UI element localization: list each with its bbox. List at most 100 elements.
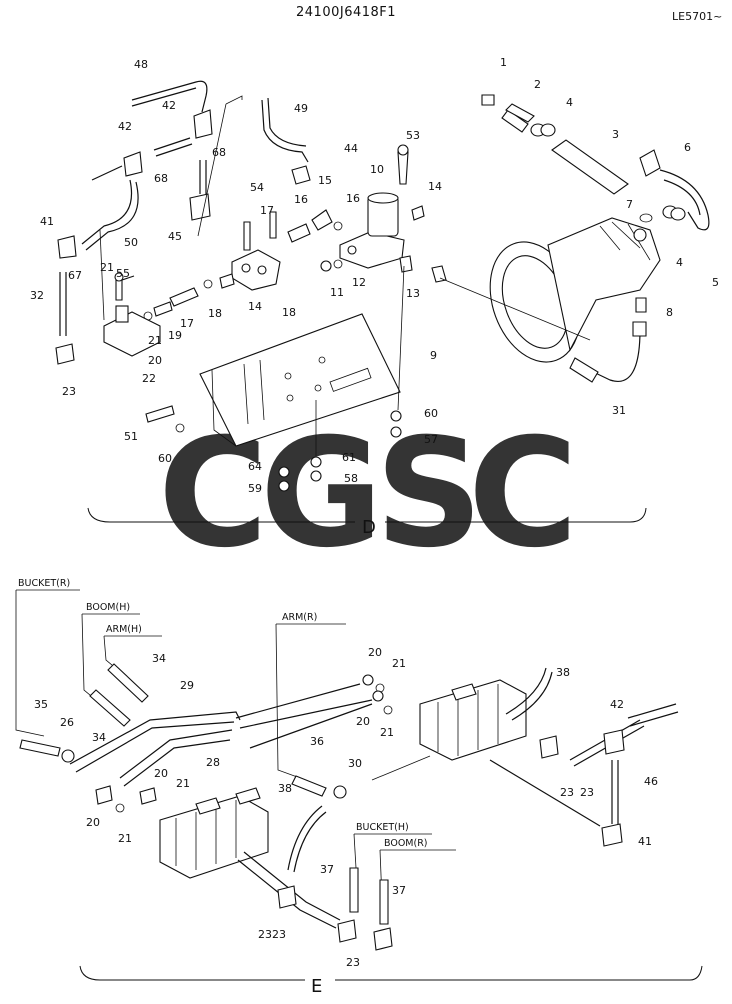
upper-callout-50: 50 bbox=[124, 236, 138, 249]
upper-callout-44: 44 bbox=[344, 142, 358, 155]
section-d-drawing: D bbox=[55, 80, 710, 538]
upper-callout-21: 21 bbox=[148, 334, 162, 347]
lower-callout-23: 23 bbox=[346, 956, 360, 969]
upper-callout-4: 4 bbox=[566, 96, 573, 109]
upper-callout-1: 1 bbox=[500, 56, 507, 69]
upper-callout-17: 17 bbox=[260, 204, 274, 217]
upper-callout-31: 31 bbox=[612, 404, 626, 417]
upper-callout-59: 59 bbox=[248, 482, 262, 495]
upper-callout-20: 20 bbox=[148, 354, 162, 367]
line-label-bucket-h: BUCKET(H) bbox=[356, 822, 409, 833]
upper-callout-18: 18 bbox=[208, 307, 222, 320]
part-number-header: 24100J6418F1 bbox=[296, 5, 396, 20]
upper-callout-55: 55 bbox=[116, 267, 130, 280]
upper-callout-19: 19 bbox=[168, 329, 182, 342]
lower-callout-20: 20 bbox=[356, 715, 370, 728]
lower-callout-23: 23 bbox=[258, 928, 272, 941]
upper-callout-14: 14 bbox=[428, 180, 442, 193]
upper-callout-68: 68 bbox=[154, 172, 168, 185]
upper-callout-15: 15 bbox=[318, 174, 332, 187]
lower-callout-36: 36 bbox=[310, 735, 324, 748]
line-label-arm-r: ARM(R) bbox=[282, 612, 317, 623]
upper-callout-61: 61 bbox=[342, 451, 356, 464]
upper-callout-9: 9 bbox=[430, 349, 437, 362]
cgsc-watermark: C G S C bbox=[158, 407, 578, 581]
upper-callout-64: 64 bbox=[248, 460, 262, 473]
upper-callout-49: 49 bbox=[294, 102, 308, 115]
upper-callout-11: 11 bbox=[330, 286, 344, 299]
upper-callout-45: 45 bbox=[168, 230, 182, 243]
upper-callout-51: 51 bbox=[124, 430, 138, 443]
upper-callout-57: 57 bbox=[424, 433, 438, 446]
upper-callout-7: 7 bbox=[626, 198, 633, 211]
watermark-letter-c2: C bbox=[468, 407, 578, 581]
lower-callout-23: 23 bbox=[560, 786, 574, 799]
upper-callout-23: 23 bbox=[62, 385, 76, 398]
lower-callout-37: 37 bbox=[320, 863, 334, 876]
upper-callout-42: 42 bbox=[162, 99, 176, 112]
upper-callout-18: 18 bbox=[282, 306, 296, 319]
upper-callout-54: 54 bbox=[250, 181, 264, 194]
lower-callout-20: 20 bbox=[86, 816, 100, 829]
upper-callout-16: 16 bbox=[346, 192, 360, 205]
lower-callout-38: 38 bbox=[278, 782, 292, 795]
line-label-boom-h: BOOM(H) bbox=[86, 602, 130, 613]
lower-callout-21: 21 bbox=[118, 832, 132, 845]
lower-callout-23: 23 bbox=[272, 928, 286, 941]
lower-callout-20: 20 bbox=[368, 646, 382, 659]
upper-callout-60: 60 bbox=[158, 452, 172, 465]
upper-callout-68: 68 bbox=[212, 146, 226, 159]
lower-callout-21: 21 bbox=[380, 726, 394, 739]
upper-callout-41: 41 bbox=[40, 215, 54, 228]
lower-callout-26: 26 bbox=[60, 716, 74, 729]
lower-callout-35: 35 bbox=[34, 698, 48, 711]
line-label-boom-r: BOOM(R) bbox=[384, 838, 428, 849]
section-e-drawing: E bbox=[15, 589, 703, 997]
lower-callout-41: 41 bbox=[638, 835, 652, 848]
upper-callout-8: 8 bbox=[666, 306, 673, 319]
lower-callout-29: 29 bbox=[180, 679, 194, 692]
upper-callout-3: 3 bbox=[612, 128, 619, 141]
lower-callout-30: 30 bbox=[348, 757, 362, 770]
line-labels: BUCKET(R) BOOM(H) ARM(H) ARM(R) BUCKET(H) BOO… bbox=[18, 578, 428, 849]
lower-callout-21: 21 bbox=[176, 777, 190, 790]
line-label-bucket-r: BUCKET(R) bbox=[18, 578, 70, 589]
section-e-label: E bbox=[311, 976, 322, 997]
lower-callout-42: 42 bbox=[610, 698, 624, 711]
lower-callout-37: 37 bbox=[392, 884, 406, 897]
lower-callout-20: 20 bbox=[154, 767, 168, 780]
document-code: LE5701~ bbox=[672, 10, 722, 23]
lower-callout-34: 34 bbox=[152, 652, 166, 665]
watermark-letter-g: G bbox=[260, 407, 383, 581]
line-label-arm-h: ARM(H) bbox=[106, 624, 142, 635]
upper-callout-4: 4 bbox=[676, 256, 683, 269]
upper-callout-14: 14 bbox=[248, 300, 262, 313]
lower-callout-46: 46 bbox=[644, 775, 658, 788]
upper-callout-12: 12 bbox=[352, 276, 366, 289]
lower-callout-34: 34 bbox=[92, 731, 106, 744]
upper-callout-58: 58 bbox=[344, 472, 358, 485]
upper-callout-2: 2 bbox=[534, 78, 541, 91]
upper-callout-67: 67 bbox=[68, 269, 82, 282]
upper-callout-60: 60 bbox=[424, 407, 438, 420]
lower-callout-21: 21 bbox=[392, 657, 406, 670]
upper-callout-5: 5 bbox=[712, 276, 719, 289]
upper-callout-22: 22 bbox=[142, 372, 156, 385]
upper-callout-53: 53 bbox=[406, 129, 420, 142]
upper-callout-10: 10 bbox=[370, 163, 384, 176]
upper-callout-21: 21 bbox=[100, 261, 114, 274]
lower-callout-38: 38 bbox=[556, 666, 570, 679]
section-d-label: D bbox=[362, 517, 376, 538]
upper-callout-32: 32 bbox=[30, 289, 44, 302]
upper-callout-13: 13 bbox=[406, 287, 420, 300]
upper-callout-17: 17 bbox=[180, 317, 194, 330]
upper-callout-16: 16 bbox=[294, 193, 308, 206]
lower-callout-23: 23 bbox=[580, 786, 594, 799]
upper-callout-6: 6 bbox=[684, 141, 691, 154]
upper-callout-42: 42 bbox=[118, 120, 132, 133]
upper-callout-48: 48 bbox=[134, 58, 148, 71]
lower-callout-28: 28 bbox=[206, 756, 220, 769]
